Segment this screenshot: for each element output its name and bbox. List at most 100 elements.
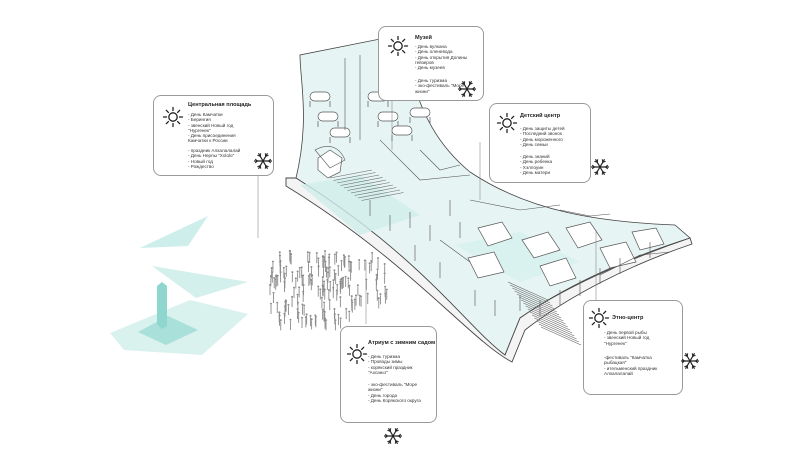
sun-icon	[496, 112, 518, 134]
card-atrium-winter-list: - эко-фестиваль "Море жизни" - День горо…	[368, 382, 421, 403]
person-figure	[302, 290, 305, 302]
card-central: Центральная площадь - День Камчатки - Бе…	[153, 95, 274, 176]
person-figure	[325, 266, 328, 278]
person-figure	[375, 273, 378, 286]
person-figure	[309, 314, 312, 327]
person-figure	[358, 259, 361, 271]
person-figure	[289, 318, 292, 330]
person-figure	[335, 251, 338, 263]
plaza-pad	[138, 316, 198, 345]
person-figure	[296, 270, 299, 282]
person-figure	[317, 265, 320, 277]
person-figure	[323, 288, 326, 300]
person-figure	[342, 276, 345, 288]
person-figure	[301, 303, 304, 315]
person-figure	[272, 291, 275, 304]
person-figure	[269, 283, 272, 296]
children-rooms	[467, 221, 665, 287]
snowflake-icon	[457, 81, 477, 97]
person-figure	[334, 272, 337, 285]
person-figure	[276, 301, 279, 313]
person-figure	[327, 289, 330, 301]
person-figure	[291, 295, 294, 308]
person-figure	[325, 319, 328, 331]
person-figure	[342, 254, 345, 266]
person-figure	[291, 271, 294, 283]
terrain-plane-middle	[152, 266, 248, 298]
person-figure	[284, 299, 287, 311]
person-figure	[275, 274, 278, 286]
person-figure	[337, 264, 340, 277]
person-figure	[383, 272, 386, 284]
person-figure	[377, 297, 380, 309]
person-figure	[321, 276, 324, 288]
leader-lines	[257, 100, 597, 324]
person-figure	[273, 277, 276, 289]
person-figure	[333, 253, 336, 265]
person-figure	[365, 278, 368, 290]
person-figure	[270, 266, 273, 279]
card-children: Детский центр - День защиты детей - Посл…	[489, 103, 610, 183]
person-figure	[340, 259, 343, 272]
sun-icon	[346, 343, 368, 365]
person-figure	[283, 312, 286, 324]
person-figure	[298, 286, 301, 298]
snowflake-icon	[253, 153, 273, 169]
person-figure	[317, 285, 320, 297]
person-figure	[344, 275, 347, 287]
person-figure	[279, 271, 282, 283]
person-figure	[350, 299, 353, 311]
person-figure	[278, 311, 281, 323]
person-figure	[298, 266, 301, 279]
building-axonometric	[285, 33, 693, 363]
person-figure	[377, 257, 380, 269]
person-figure	[366, 292, 369, 304]
landscape-planes	[110, 216, 248, 355]
person-figure	[348, 310, 351, 322]
card-children-summer-list: - День защиты детей - Последний звонок -…	[520, 126, 565, 147]
person-figure	[279, 259, 282, 271]
person-figure	[320, 296, 323, 308]
atrium-stairs	[329, 169, 404, 201]
interior-walls	[314, 55, 671, 276]
person-figure	[285, 265, 288, 277]
card-museum-title: Музей	[415, 35, 432, 41]
person-figure	[327, 256, 330, 268]
person-figure	[333, 269, 336, 281]
sun-icon	[588, 307, 610, 329]
person-figure	[385, 288, 388, 300]
person-figure	[322, 310, 325, 322]
person-figure	[347, 277, 350, 289]
person-figure	[324, 260, 327, 272]
card-museum-winter-list: - День туризма - эко-фестиваль "Море жиз…	[415, 78, 465, 94]
person-figure	[339, 317, 342, 329]
person-figure	[306, 251, 309, 263]
person-figure	[296, 293, 299, 305]
card-ethno-winter-list: -фестиваль "Камчатка рыбацкая" - ительме…	[604, 355, 658, 376]
tower-monument	[157, 282, 167, 329]
building-slab-edge	[285, 177, 693, 363]
person-figure	[307, 274, 310, 287]
person-figure	[271, 260, 274, 272]
person-figure	[310, 266, 313, 278]
person-figure	[324, 317, 327, 329]
card-museum: Музей - День вулкана - День оленевода - …	[378, 26, 484, 101]
person-figure	[308, 251, 311, 263]
person-figure	[309, 273, 312, 285]
person-figure	[322, 266, 325, 278]
person-figure	[353, 298, 356, 310]
person-figure	[376, 289, 379, 301]
person-figure	[334, 319, 337, 331]
person-figure	[321, 255, 324, 268]
person-figure	[310, 278, 313, 291]
person-figure	[360, 295, 363, 307]
person-figure	[328, 266, 331, 278]
card-children-winter-list: - День знаний - День ребенка - Хэллоуин …	[520, 154, 553, 175]
person-figure	[324, 250, 327, 262]
sun-icon	[162, 106, 184, 128]
person-figure	[301, 316, 304, 328]
card-central-title: Центральная площадь	[188, 102, 252, 108]
person-figure	[314, 314, 317, 326]
card-atrium-summer-list: - День туризма - Проводы зимы - корякски…	[368, 354, 413, 375]
